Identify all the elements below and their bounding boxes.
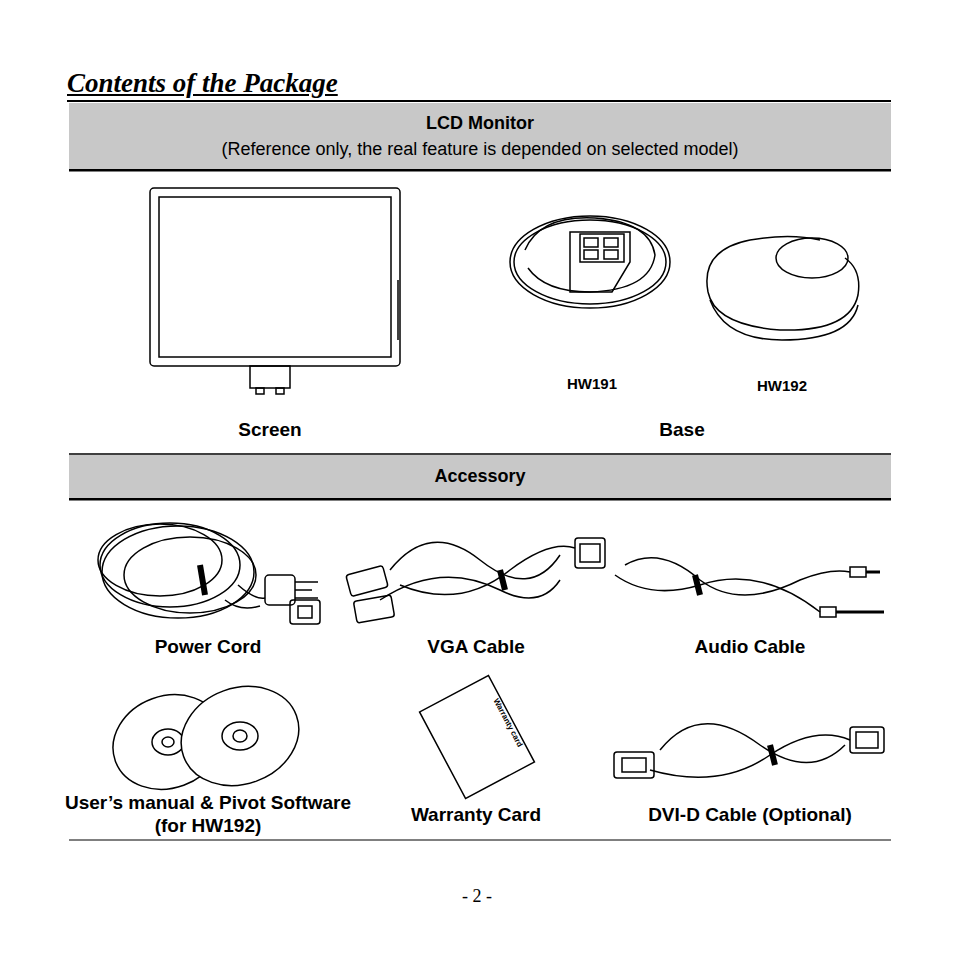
part-name: Audio Cable bbox=[695, 636, 806, 659]
part-name: DVI-D Cable (Optional) bbox=[648, 804, 852, 827]
part-name: Base bbox=[659, 419, 704, 442]
band-note: (Reference only, the real feature is dep… bbox=[222, 136, 739, 162]
part-name: Power Cord bbox=[155, 636, 262, 659]
card-print: Warranty card bbox=[491, 697, 525, 749]
part-name: Warranty Card bbox=[411, 804, 541, 827]
part-name: Screen bbox=[238, 419, 301, 442]
part-name: VGA Cable bbox=[427, 636, 525, 659]
section-band: Accessory bbox=[69, 455, 891, 498]
part-name: User’s manual & Pivot Software (for HW19… bbox=[63, 792, 353, 838]
band-heading: LCD Monitor bbox=[426, 110, 534, 136]
page-title: Contents of the Package bbox=[67, 67, 338, 99]
section-band: LCD Monitor(Reference only, the real fea… bbox=[69, 103, 891, 169]
model-label: HW191 bbox=[567, 375, 617, 393]
band-heading: Accessory bbox=[434, 463, 525, 489]
page-number: - 2 - bbox=[462, 886, 492, 908]
model-label: HW192 bbox=[757, 377, 807, 395]
